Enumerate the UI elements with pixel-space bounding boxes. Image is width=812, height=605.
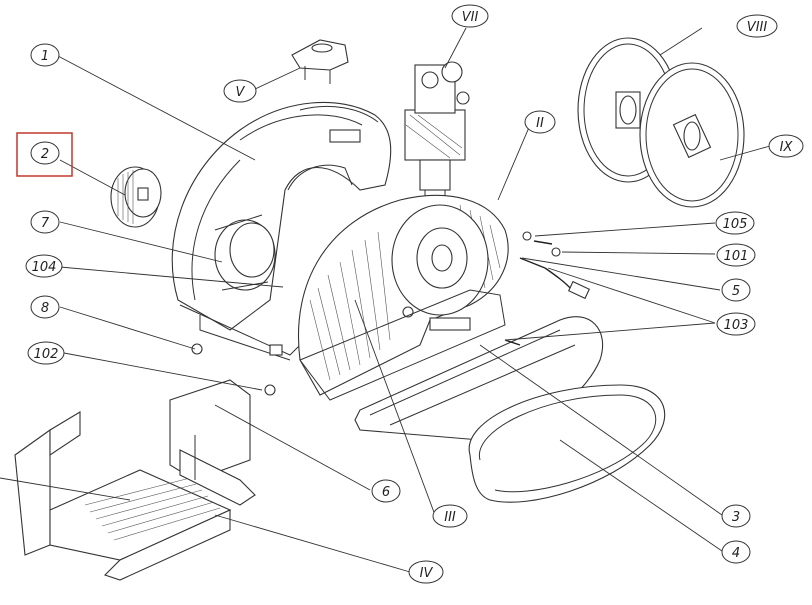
callout-VII-label: VII xyxy=(462,10,479,25)
callout-2: 2 xyxy=(16,132,73,177)
callout-103-label: 103 xyxy=(724,318,749,333)
callout-7-label: 7 xyxy=(41,216,50,231)
carriage-ridges xyxy=(84,477,221,541)
callout-104-label: 104 xyxy=(32,260,57,275)
callout-102: 102 xyxy=(27,341,65,365)
callout-8-label: 8 xyxy=(41,301,49,316)
callout-5: 5 xyxy=(721,278,751,302)
carriage-part xyxy=(14,411,232,581)
highlight-box xyxy=(16,132,73,177)
callout-103: 103 xyxy=(716,312,756,336)
callout-VIII: VIII xyxy=(736,14,778,38)
rubber-ring-part xyxy=(468,384,666,503)
callout-V-label: V xyxy=(236,85,246,100)
blade-rear-part xyxy=(639,62,745,208)
callout-5-label: 5 xyxy=(732,284,740,299)
cylinder-part xyxy=(214,214,276,291)
callout-8: 8 xyxy=(30,295,60,319)
callout-II: II xyxy=(524,110,556,134)
callout-4: 4 xyxy=(721,540,751,564)
callout-3: 3 xyxy=(721,504,751,528)
callout-V: V xyxy=(223,79,257,103)
callout-101-label: 101 xyxy=(724,249,749,264)
motor-part xyxy=(404,61,470,205)
callout-104: 104 xyxy=(25,254,63,278)
leader-lines xyxy=(0,27,771,573)
callout-3-label: 3 xyxy=(732,510,740,525)
callout-1: 1 xyxy=(30,43,60,67)
callout-IX-label: IX xyxy=(780,140,794,155)
callout-6: 6 xyxy=(371,479,401,503)
callout-VIII-label: VIII xyxy=(747,20,768,35)
callout-IV: IV xyxy=(408,560,444,584)
small-hardware xyxy=(504,231,591,346)
callout-1-label: 1 xyxy=(41,49,49,64)
callout-4-label: 4 xyxy=(732,546,740,561)
roller-part xyxy=(110,166,162,228)
callout-III: III xyxy=(432,504,468,528)
callout-VII: VII xyxy=(451,4,489,28)
bracket-part xyxy=(169,379,256,506)
callout-III-label: III xyxy=(444,510,456,525)
callout-IX: IX xyxy=(768,134,804,158)
callout-105-label: 105 xyxy=(723,217,748,232)
callout-105: 105 xyxy=(715,211,755,235)
callout-IV-label: IV xyxy=(420,566,434,581)
callout-101: 101 xyxy=(716,243,756,267)
callout-2-label: 2 xyxy=(41,147,49,162)
callout-II-label: II xyxy=(536,116,544,131)
callout-102-label: 102 xyxy=(34,347,59,362)
callout-6-label: 6 xyxy=(382,485,390,500)
blade-guard-part xyxy=(298,194,509,396)
clip-part xyxy=(291,39,349,84)
callout-7: 7 xyxy=(30,210,60,234)
